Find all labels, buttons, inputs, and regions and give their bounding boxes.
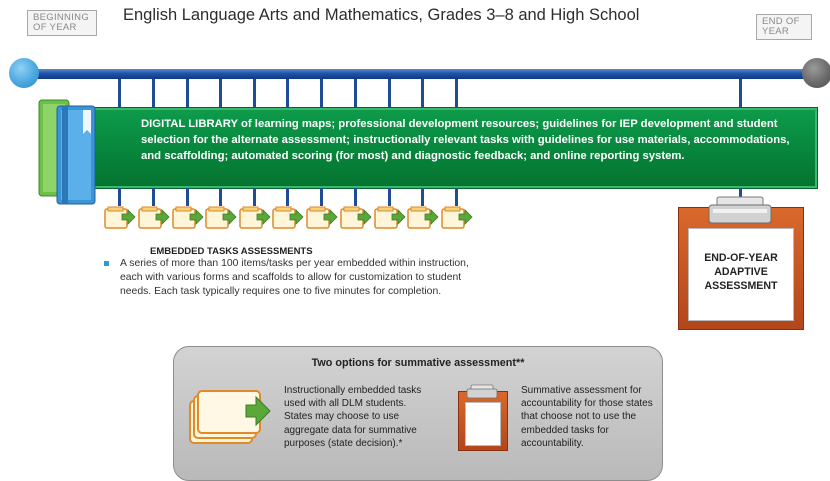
embedded-tasks-description: A series of more than 100 items/tasks pe… [120,258,469,298]
task-stack-icon [189,390,271,444]
task-folder-icon [374,206,406,229]
task-folder-icon [104,206,136,229]
clipboard-clip-icon [708,196,772,224]
embedded-tasks-heading: EMBEDDED TASKS ASSESSMENTS [150,246,313,257]
summative-options-panel: Two options for summative assessment** I… [173,346,663,481]
task-connector [320,188,323,206]
task-connector [354,188,357,206]
mini-clipboard-clip-icon [466,384,498,399]
task-folder-icon [172,206,204,229]
timeline-start-marker [9,58,39,88]
timeline-end-marker [802,58,830,88]
timeline-connector [388,79,391,107]
task-connector [118,188,121,206]
timeline-connector [286,79,289,107]
task-folder-icon [306,206,338,229]
task-connector [421,188,424,206]
task-connector [186,188,189,206]
digital-library-text: DIGITAL LIBRARY of learning maps; profes… [141,118,790,163]
mini-clipboard-paper [465,402,501,446]
timeline-connector [354,79,357,107]
option-embedded-text: Instructionally embedded tasks used with… [284,385,422,449]
task-folder-icon [205,206,237,229]
timeline-connector [253,79,256,107]
mini-clipboard-icon [458,391,508,451]
timeline-connector [421,79,424,107]
task-folder-icon [407,206,439,229]
timeline-connector-end [739,79,742,107]
task-folder-icon [239,206,271,229]
timeline-connector [186,79,189,107]
timeline-connector [219,79,222,107]
end-of-year-assessment-label: END-OF-YEAR ADAPTIVE ASSESSMENT [704,252,778,292]
page-title: English Language Arts and Mathematics, G… [123,6,640,24]
clipboard-icon: END-OF-YEAR ADAPTIVE ASSESSMENT [688,228,794,321]
task-folder-icon [272,206,304,229]
timeline-track [20,69,810,79]
task-connector [388,188,391,206]
task-connector [455,188,458,206]
task-connector [219,188,222,206]
timeline-connector [118,79,121,107]
task-connector [253,188,256,206]
end-of-year-assessment-box: END-OF-YEAR ADAPTIVE ASSESSMENT [678,207,804,330]
beginning-of-year-tag: BEGINNING OF YEAR [27,10,97,36]
option-end-of-year-text: Summative assessment for accountability … [521,385,653,449]
task-folder-icon [340,206,372,229]
bullet-icon [104,261,109,266]
book-stack-icon [38,99,96,205]
timeline-connector [320,79,323,107]
task-folder-icon [441,206,473,229]
digital-library-banner: DIGITAL LIBRARY of learning maps; profes… [40,107,818,189]
timeline-connector [152,79,155,107]
end-of-year-tag: END OF YEAR [756,14,812,40]
task-folder-icon [138,206,170,229]
summative-options-title: Two options for summative assessment** [311,357,525,369]
task-connector [286,188,289,206]
task-connector [152,188,155,206]
timeline-connector [455,79,458,107]
